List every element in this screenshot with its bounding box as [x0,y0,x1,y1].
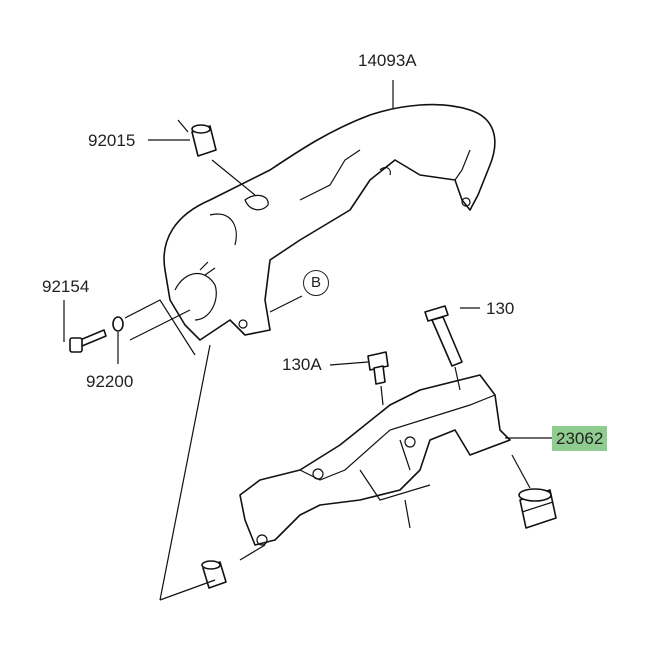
callout-14093A[interactable]: 14093A [358,51,417,70]
callout-130[interactable]: 130 [486,299,515,318]
callout-92015[interactable]: 92015 [88,131,136,150]
callout-92200[interactable]: 92200 [86,372,134,391]
leader-lines [63,80,552,601]
bolt-92154[interactable] [69,329,107,353]
callout-130A[interactable]: 130A [282,355,322,374]
bolt-130[interactable] [424,305,463,367]
bolt-130A[interactable] [367,351,389,385]
callout-92154[interactable]: 92154 [42,277,90,296]
upper-bracket-part[interactable] [163,103,496,341]
callout-23062-highlighted[interactable]: 23062 [552,426,608,451]
collar-lower[interactable] [201,560,227,589]
lower-stay-part[interactable] [239,374,511,546]
reference-marker-b: B [303,270,329,296]
rubber-damper[interactable] [518,488,557,529]
collar-92015[interactable] [191,124,217,157]
washer-92200[interactable] [112,316,124,332]
